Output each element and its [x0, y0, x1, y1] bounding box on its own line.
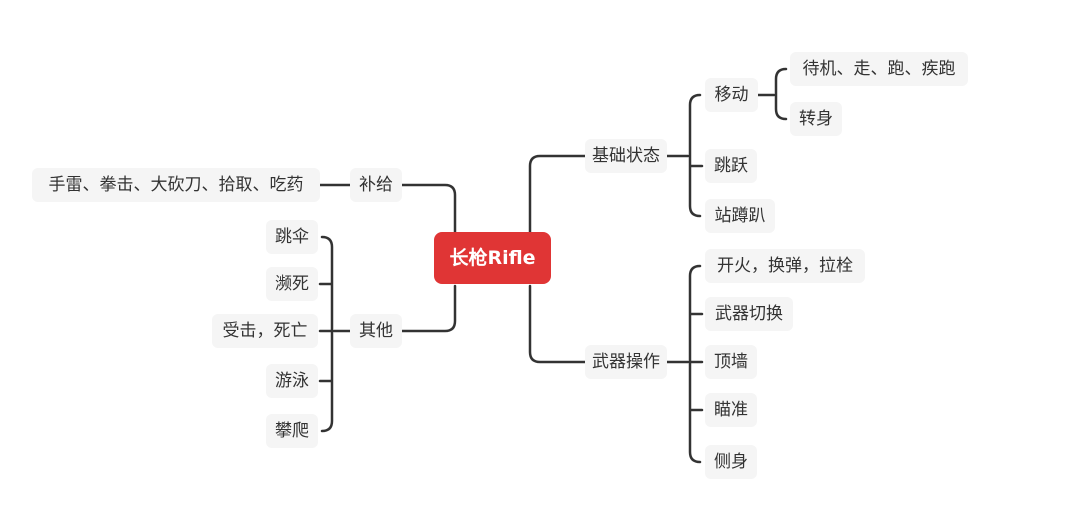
node-weapon-ops[interactable]: 武器操作	[585, 345, 667, 379]
node-jump[interactable]: 跳跃	[705, 149, 757, 183]
node-hit-death[interactable]: 受击，死亡	[212, 314, 318, 348]
connector-other-bracket	[318, 235, 352, 433]
node-basic-state[interactable]: 基础状态	[585, 139, 667, 173]
connector-root-basic	[528, 154, 587, 234]
node-move[interactable]: 移动	[705, 78, 758, 112]
connector-root-weapon	[528, 284, 587, 364]
connector-root-other	[400, 284, 457, 333]
node-wall-block[interactable]: 顶墙	[705, 345, 757, 379]
node-idle-walk-run[interactable]: 待机、走、跑、疾跑	[790, 52, 968, 86]
connector-root-supply	[400, 183, 457, 234]
node-other[interactable]: 其他	[350, 314, 402, 348]
connector-basic-bracket	[665, 93, 704, 218]
node-parachute[interactable]: 跳伞	[266, 220, 318, 254]
node-aim[interactable]: 瞄准	[705, 393, 757, 427]
node-weapon-switch[interactable]: 武器切换	[705, 297, 793, 331]
node-climb[interactable]: 攀爬	[266, 414, 318, 448]
node-dying[interactable]: 濒死	[266, 267, 318, 301]
node-lean[interactable]: 侧身	[705, 445, 757, 479]
node-stance[interactable]: 站蹲趴	[705, 199, 775, 233]
node-fire-reload[interactable]: 开火，换弹，拉栓	[705, 249, 865, 283]
node-swim[interactable]: 游泳	[266, 364, 318, 398]
root-node[interactable]: 长枪Rifle	[434, 232, 551, 284]
node-supply[interactable]: 补给	[350, 168, 402, 202]
node-turn[interactable]: 转身	[790, 102, 842, 136]
connector-move-bracket	[756, 67, 788, 121]
connector-weapon-bracket	[665, 264, 704, 464]
node-supply-detail[interactable]: 手雷、拳击、大砍刀、拾取、吃药	[32, 168, 320, 202]
